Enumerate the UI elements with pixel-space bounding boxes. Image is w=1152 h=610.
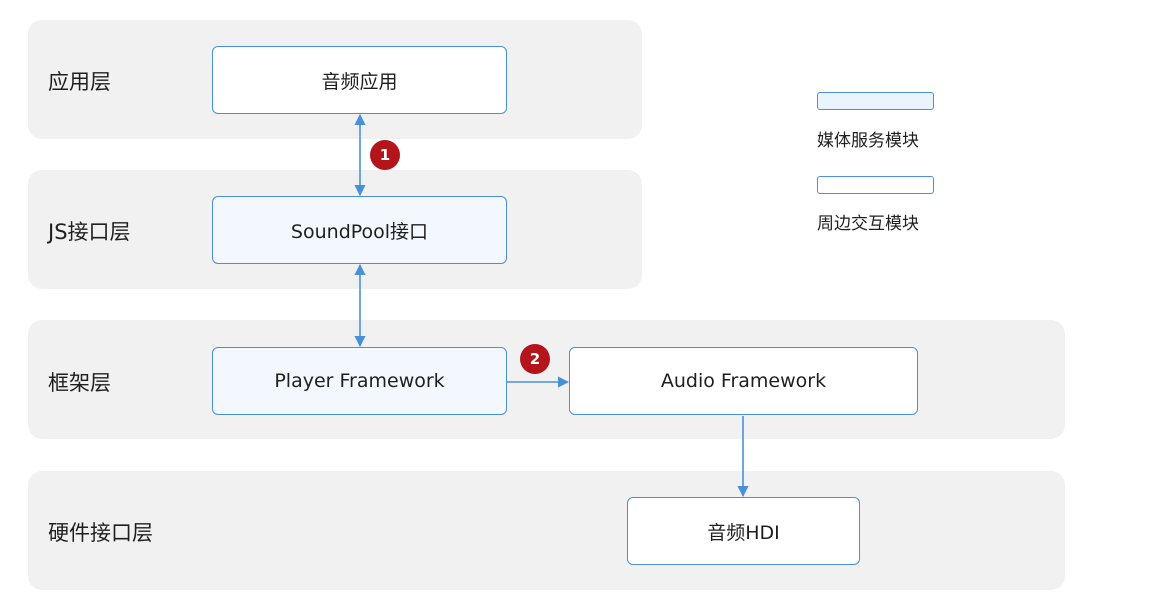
layer-label-hardware-interface: 硬件接口层	[48, 521, 153, 545]
module-audio-hdi: 音频HDI	[627, 497, 860, 565]
module-audio-app: 音频应用	[212, 46, 507, 114]
module-player-framework: Player Framework	[212, 347, 507, 415]
module-audio-framework: Audio Framework	[569, 347, 918, 415]
layer-hardware-interface	[28, 471, 1065, 590]
legend-swatch-peripheral	[817, 176, 934, 194]
step-badge-1: 1	[370, 140, 400, 170]
legend-swatch-media	[817, 92, 934, 110]
legend-label-media: 媒体服务模块	[817, 131, 919, 151]
layer-label-app: 应用层	[48, 70, 111, 94]
step-badge-2: 2	[520, 344, 550, 374]
module-soundpool-interface: SoundPool接口	[212, 196, 507, 264]
legend-label-peripheral: 周边交互模块	[817, 214, 919, 234]
layer-label-framework: 框架层	[48, 371, 111, 395]
layer-label-js-interface: JS接口层	[48, 220, 131, 244]
